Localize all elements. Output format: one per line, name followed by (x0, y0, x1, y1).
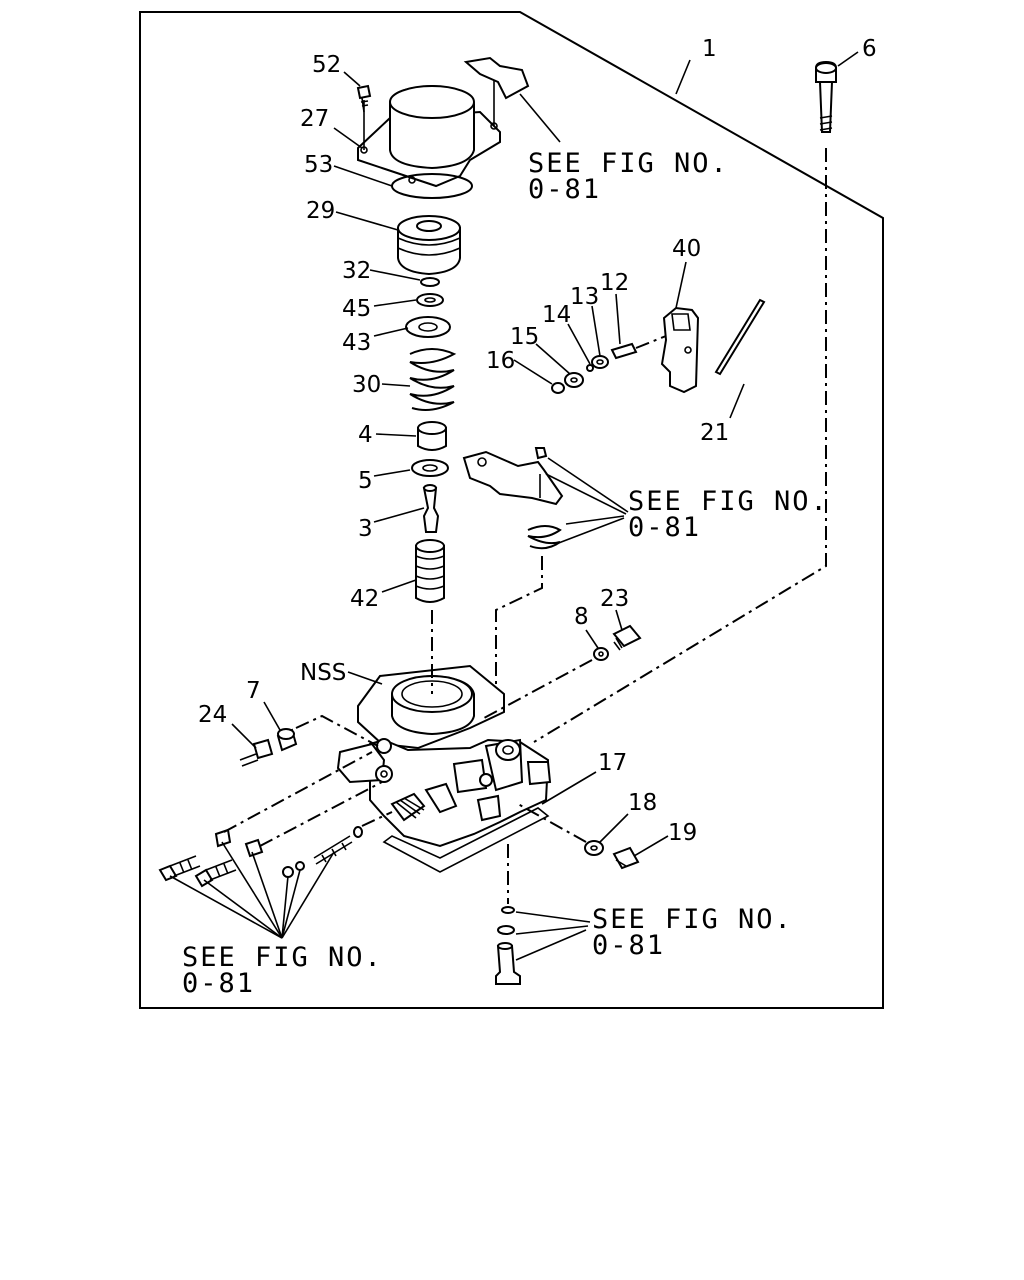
clip-16 (551, 382, 565, 394)
label-part-43: 43 (342, 330, 371, 356)
label-part-4: 4 (358, 422, 373, 448)
spacer-15 (564, 372, 584, 388)
label-part-12: 12 (600, 270, 629, 296)
label-part-32: 32 (342, 258, 371, 284)
bolt-6 (815, 60, 837, 133)
lever-40 (660, 306, 700, 394)
pin-21 (714, 298, 766, 376)
valve-3 (422, 484, 440, 533)
label-part-21: 21 (700, 420, 729, 446)
cap-7-line (295, 714, 379, 747)
carburetor-body-NSS (336, 664, 552, 873)
seat-43 (405, 316, 451, 338)
screw-24 (239, 738, 274, 767)
label-part-16: 16 (486, 348, 515, 374)
label-part-19: 19 (668, 820, 697, 846)
bellows-42 (415, 539, 445, 603)
bolt-6-axis (533, 148, 827, 743)
label-part-23: 23 (600, 586, 629, 612)
return-spring (527, 525, 562, 550)
washer-45-hole (424, 297, 436, 303)
ref-left-line1: SEE FIG NO. (182, 942, 383, 973)
label-part-42: 42 (350, 586, 379, 612)
ref-mid-line2: 0-81 (628, 512, 701, 543)
label-part-24: 24 (198, 702, 227, 728)
bottom-fitting (495, 906, 521, 985)
washer-18-line (517, 803, 587, 843)
label-part-30: 30 (352, 372, 381, 398)
label-part-13: 13 (570, 284, 599, 310)
label-part-1: 1 (702, 36, 717, 62)
label-part-18: 18 (628, 790, 657, 816)
ref-low-line2: 0-81 (592, 930, 665, 961)
cover-assembly (357, 56, 530, 188)
label-part-14: 14 (542, 302, 571, 328)
nut-4 (417, 421, 447, 451)
frame-border (139, 11, 884, 1009)
screw-line-a (223, 751, 373, 833)
washer-14 (586, 364, 594, 372)
pin-12 (610, 342, 638, 360)
label-part-27: 27 (300, 106, 329, 132)
label-part-15: 15 (510, 324, 539, 350)
ref-low-line1: SEE FIG NO. (592, 904, 793, 935)
label-part-3: 3 (358, 516, 373, 542)
bushing-13 (591, 355, 609, 369)
label-part-45: 45 (342, 296, 371, 322)
label-part-29: 29 (306, 198, 335, 224)
ref-top-line2: 0-81 (528, 174, 601, 205)
screw-52 (356, 84, 372, 113)
ref-mid-line1: SEE FIG NO. (628, 486, 829, 517)
screw-line-b (259, 781, 383, 847)
label-part-5: 5 (358, 468, 373, 494)
ref-top-line1: SEE FIG NO. (528, 148, 729, 179)
cap-7 (276, 728, 298, 752)
washer-45 (416, 293, 444, 307)
washer-18 (584, 840, 604, 856)
diaphragm-29 (397, 215, 461, 276)
small-screws-group (158, 826, 363, 888)
label-part-NSS: NSS (300, 660, 346, 686)
screw-19 (612, 846, 640, 870)
label-part-40: 40 (672, 236, 701, 262)
screw-23 (612, 624, 642, 651)
lever-axis-line (635, 335, 667, 349)
label-part-7: 7 (246, 678, 261, 704)
screw-23-line (483, 659, 593, 719)
leader-lines (169, 51, 859, 961)
spring-30 (409, 348, 457, 411)
ref-left-line2: 0-81 (182, 968, 255, 999)
washer-5 (411, 459, 449, 477)
throttle-plate (462, 447, 564, 506)
washer-32 (420, 277, 440, 287)
label-part-8: 8 (574, 604, 589, 630)
plate-drop-line (495, 556, 543, 686)
label-part-52: 52 (312, 52, 341, 78)
label-part-17: 17 (598, 750, 627, 776)
washer-8 (593, 647, 609, 661)
label-part-6: 6 (862, 36, 877, 62)
screw-line-c (361, 811, 393, 827)
label-part-53: 53 (304, 152, 333, 178)
